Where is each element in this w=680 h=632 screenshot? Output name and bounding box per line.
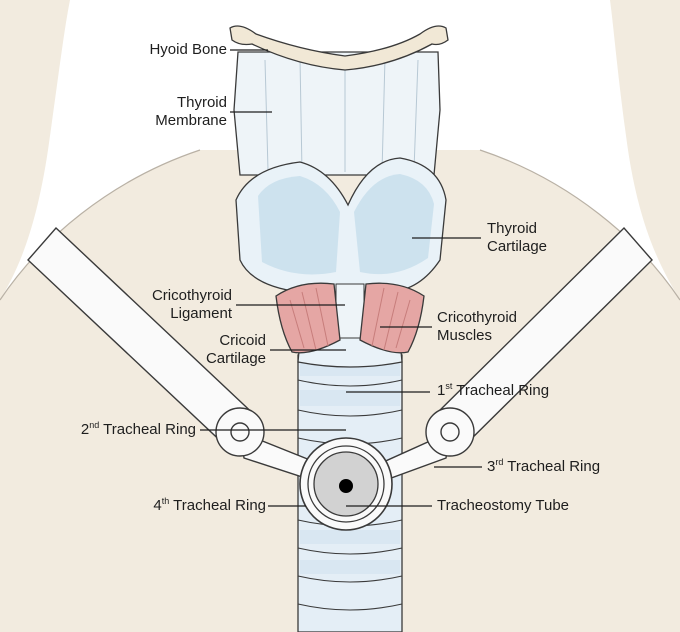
label-thyroid-cartilage: Thyroid Cartilage	[487, 220, 548, 255]
cricothyroid-ligament	[335, 283, 365, 339]
neck-outline	[479, 149, 680, 301]
hyoid-bone	[229, 25, 449, 71]
label-cricothyroid-ligament: Cricothyroid Ligament	[151, 287, 232, 322]
label-tracheostomy-tube: Tracheostomy Tube	[437, 497, 570, 514]
neck-skin	[0, 0, 70, 300]
label-tracheal-ring-3: 3rd Tracheal Ring	[487, 457, 601, 476]
label-cricoid-cartilage: Cricoid Cartilage	[205, 332, 266, 367]
tracheostomy-tube	[299, 437, 393, 531]
leader-lines	[200, 49, 482, 507]
label-tracheal-ring-1: 1st Tracheal Ring	[437, 381, 550, 400]
neck-outline	[0, 149, 201, 301]
retractor-left	[27, 226, 338, 490]
label-tracheal-ring-4: 4th Tracheal Ring	[153, 496, 266, 515]
label-tracheal-ring-2: 2nd Tracheal Ring	[80, 420, 196, 439]
label-cricothyroid-muscles: Cricothyroid Muscles	[437, 309, 518, 344]
label-thyroid-membrane: Thyroid Membrane	[155, 94, 227, 129]
neck-skin	[610, 0, 680, 300]
label-hyoid-bone: Hyoid Bone	[149, 41, 227, 58]
